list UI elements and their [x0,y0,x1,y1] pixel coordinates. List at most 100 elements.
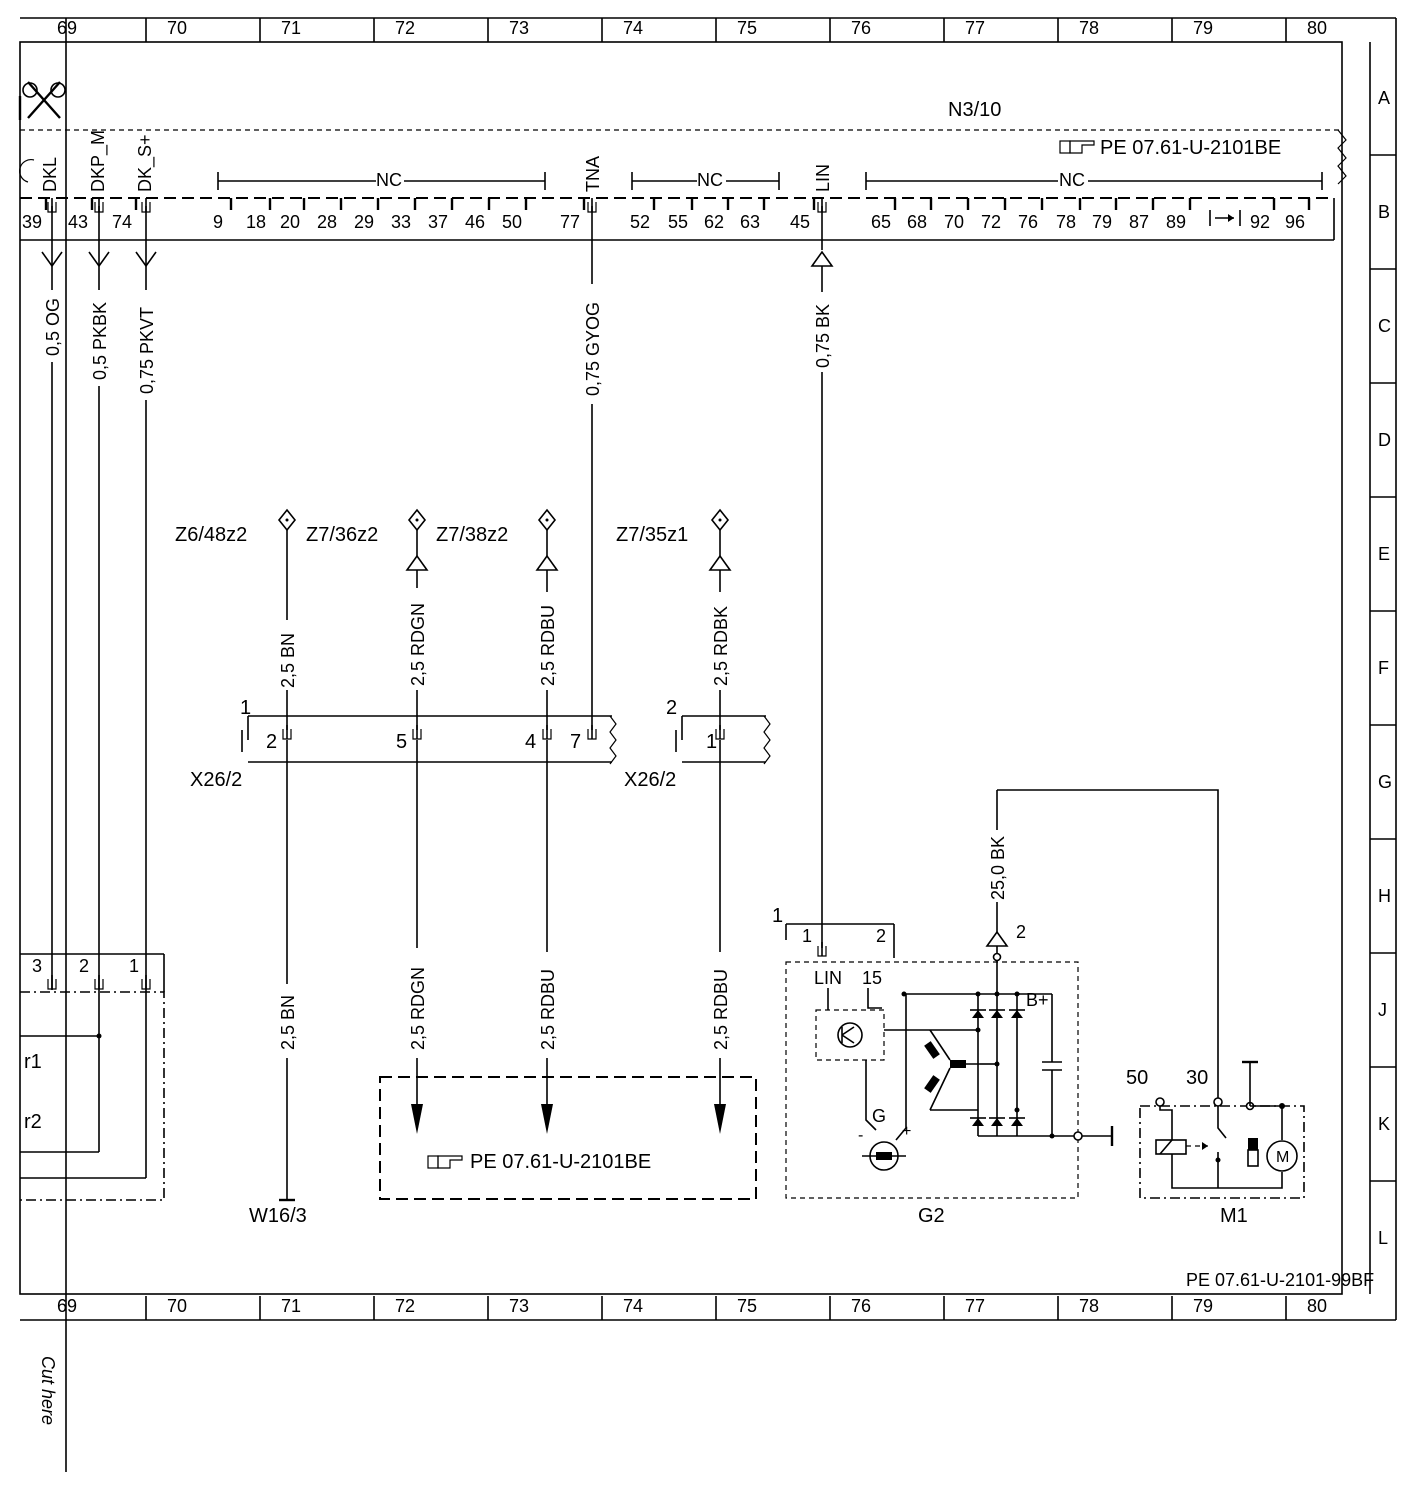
svg-text:X26/2: X26/2 [624,769,676,791]
left-component: 3 2 1 r1 r2 [20,953,165,1201]
pin-number: 92 [1250,212,1270,232]
pin-number: 87 [1129,212,1149,232]
wire-rdbu-lower-2: 2,5 RDBU [711,740,731,1134]
svg-text:+: + [902,1123,911,1140]
column-label: 78 [1079,18,1099,38]
nc-range-1: NC [217,170,546,190]
wire-rdgn-lower: 2,5 RDGN [408,740,428,1134]
pin-number: 52 [630,212,650,232]
row-label: K [1378,1114,1390,1134]
pin-number: 20 [280,212,300,232]
pin-number: 74 [112,212,132,232]
pin-number: 18 [246,212,266,232]
svg-text:2: 2 [266,731,277,753]
svg-text:2: 2 [876,926,886,946]
pin-number: 43 [68,212,88,232]
connector-pin-symbols [47,198,827,990]
column-label: 77 [965,18,985,38]
svg-text:-: - [858,1127,863,1144]
pin-number: 70 [944,212,964,232]
pin-number: 62 [704,212,724,232]
pin-number: 76 [1018,212,1038,232]
row-label: D [1378,430,1391,450]
svg-text:M: M [1276,1149,1289,1166]
pin-number: 50 [502,212,522,232]
svg-text:1: 1 [129,956,139,976]
svg-text:Z7/38z2: Z7/38z2 [436,524,508,546]
wire-label-tna: 0,75 GYOG [583,302,603,396]
starter-m1: 50 30 M [1126,1060,1305,1199]
cut-here-label: Cut here [38,1356,58,1425]
wire-dkl: 0,5 OG [41,206,63,990]
pin-number: 65 [871,212,891,232]
pin-label-lin: LIN [813,164,833,192]
wire-label-bn-lower: 2,5 BN [278,995,298,1050]
nc-label: NC [376,170,402,190]
r2-label: r2 [24,1111,42,1133]
wire-label-rdgn-lower: 2,5 RDGN [408,967,428,1050]
column-label: 74 [623,18,643,38]
svg-text:15: 15 [862,968,882,988]
svg-text:2: 2 [1016,922,1026,942]
svg-text:5: 5 [396,731,407,753]
wire-label-rdbk: 2,5 RDBK [711,606,731,686]
pin-number: 45 [790,212,810,232]
node-z7-38z2: Z7/38z2 [436,524,508,546]
row-label: L [1378,1228,1388,1248]
pin-number: 79 [1092,212,1112,232]
node-z7-36z2: Z7/36z2 [306,524,378,546]
pin-number: 77 [560,212,580,232]
column-label: 80 [1307,18,1327,38]
wire-label-dk-s: 0,75 PKVT [137,307,157,394]
svg-text:LIN: LIN [814,968,842,988]
column-label: 79 [1193,18,1213,38]
pin-label-dkp-m: DKP_M [88,130,109,192]
reference-box: PE 07.61-U-2101BE [379,1076,757,1200]
wire-label-lin: 0,75 BK [813,304,833,368]
svg-text:Z7/35z1: Z7/35z1 [616,524,688,546]
column-label: 73 [509,18,529,38]
connector-x26-2-a: 1 2 5 4 7 X26/2 [190,697,617,791]
svg-text:50: 50 [1126,1067,1148,1089]
pin-number: 28 [317,212,337,232]
svg-text:30: 30 [1186,1067,1208,1089]
pin-number: 37 [428,212,448,232]
pin-number: 46 [465,212,485,232]
svg-text:4: 4 [525,731,536,753]
starter-name: M1 [1220,1205,1248,1227]
r1-label: r1 [24,1051,42,1073]
wire-label-rdbu-lower-2: 2,5 RDBU [711,969,731,1050]
wire-rdbu-upper: 2,5 RDBU [535,508,559,730]
drawing-frame [19,17,1397,1472]
row-label: H [1378,886,1391,906]
svg-text:1: 1 [802,926,812,946]
column-label: 70 [167,18,187,38]
pin-number: 33 [391,212,411,232]
svg-text:Z6/48z2: Z6/48z2 [175,524,247,546]
row-label: J [1378,1000,1387,1020]
connector-x26-2-b: 2 1 X26/2 [624,697,771,791]
wire-bn-lower: 2,5 BN W16/3 [249,740,307,1227]
column-label: 71 [281,1296,301,1316]
svg-text:3: 3 [32,956,42,976]
pin-number: 63 [740,212,760,232]
wire-rdbk-upper: 2,5 RDBK [708,508,732,730]
pin-number: 68 [907,212,927,232]
column-label: 73 [509,1296,529,1316]
column-label: 69 [57,1296,77,1316]
alternator-g2: 1 1 2 LIN 15 G - + [772,790,1248,1227]
footer-reference: PE 07.61-U-2101-99BF [1186,1270,1374,1290]
alternator-name: G2 [918,1205,945,1227]
pin-number: 72 [981,212,1001,232]
column-label: 77 [965,1296,985,1316]
pin-number: 89 [1166,212,1186,232]
control-unit-name: N3/10 [948,99,1001,121]
control-unit-reference: PE 07.61-U-2101BE [1100,137,1281,159]
pin-number: 9 [213,212,223,232]
control-unit-n3-10: N3/10 PE 07.61-U-2101BE DKL DKP_M DK_S+ … [19,99,1347,241]
